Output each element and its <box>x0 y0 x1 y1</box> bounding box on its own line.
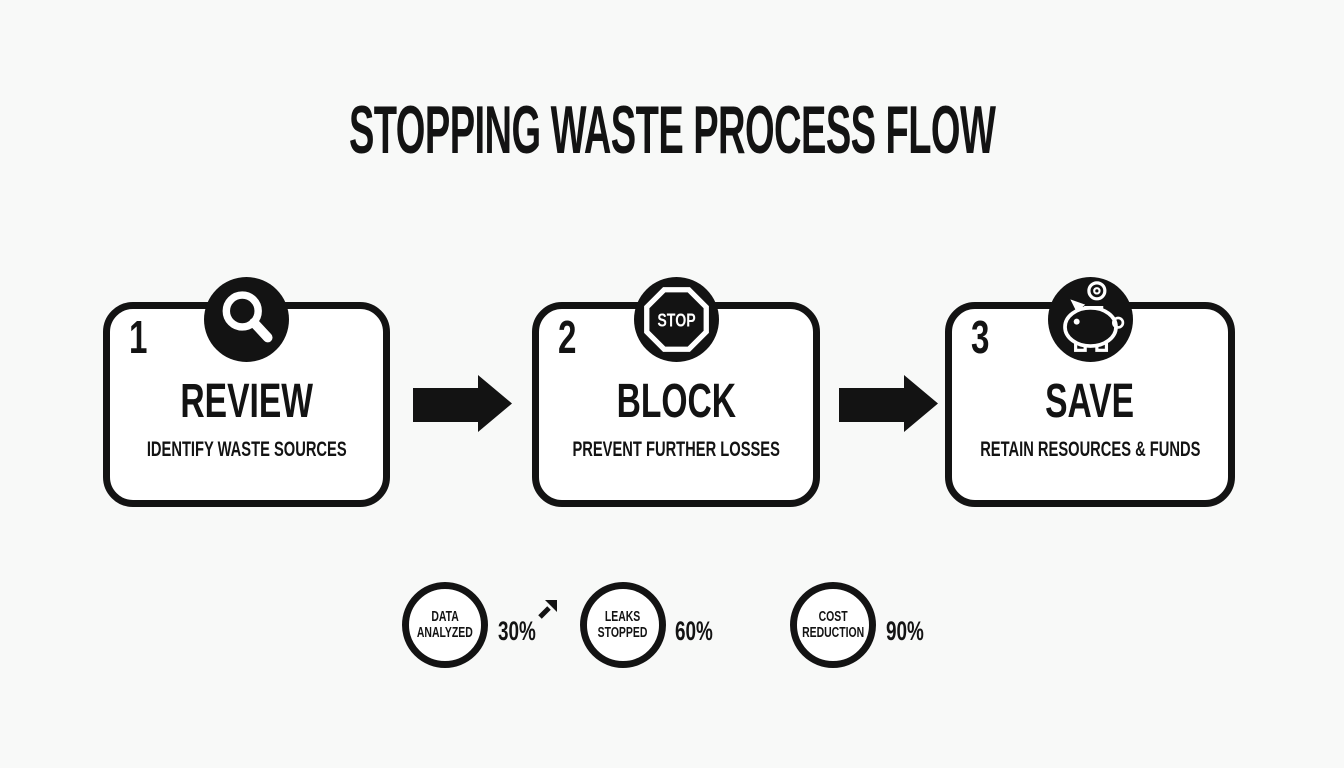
step-subtitle: RETAIN RESOURCES & FUNDS <box>979 438 1201 461</box>
trend-up-arrow-icon <box>538 600 557 619</box>
step-number: 3 <box>971 311 990 363</box>
step-title: SAVE <box>1045 375 1135 428</box>
step-card-review: 1 REVIEW IDENTIFY WASTE SOURCES <box>103 277 390 507</box>
stat-value: 90% <box>886 616 924 646</box>
step-card-save: 3 SAVE RETAIN RESOURCES & FUNDS <box>945 277 1235 507</box>
stat-circle-cost-reduction: COST REDUCTION <box>790 582 876 668</box>
flow-arrow-icon <box>413 375 512 432</box>
step-title: REVIEW <box>180 375 313 428</box>
step-subtitle: IDENTIFY WASTE SOURCES <box>146 438 347 461</box>
page-title-text: STOPPING WASTE PROCESS FLOW <box>348 92 996 168</box>
stat-circle-data-analyzed: DATA ANALYZED <box>402 582 488 668</box>
stat-label: STOPPED <box>598 625 648 641</box>
stat-circle-leaks-stopped: LEAKS STOPPED <box>580 582 666 668</box>
flow-arrow-icon <box>839 375 938 432</box>
stop-sign-label: STOP <box>657 310 695 330</box>
stat-label: COST <box>818 609 848 625</box>
piggy-bank-icon <box>1047 277 1133 362</box>
stat-label: REDUCTION <box>801 625 865 641</box>
step-card-block: STOP 2 BLOCK PREVENT FURTHER LOSSES <box>532 277 820 507</box>
magnifier-icon <box>204 277 289 362</box>
step-number: 2 <box>558 311 577 363</box>
stat-label: ANALYZED <box>417 625 473 641</box>
stop-sign-icon: STOP <box>633 277 719 362</box>
step-subtitle: PREVENT FURTHER LOSSES <box>572 438 780 461</box>
stat-value: 30% <box>498 616 536 646</box>
stat-label: LEAKS <box>605 609 641 625</box>
step-number: 1 <box>129 311 148 363</box>
stat-label: DATA <box>431 609 459 625</box>
stat-value: 60% <box>675 616 713 646</box>
step-title: BLOCK <box>616 375 736 428</box>
page-title: STOPPING WASTE PROCESS FLOW <box>0 92 1344 168</box>
